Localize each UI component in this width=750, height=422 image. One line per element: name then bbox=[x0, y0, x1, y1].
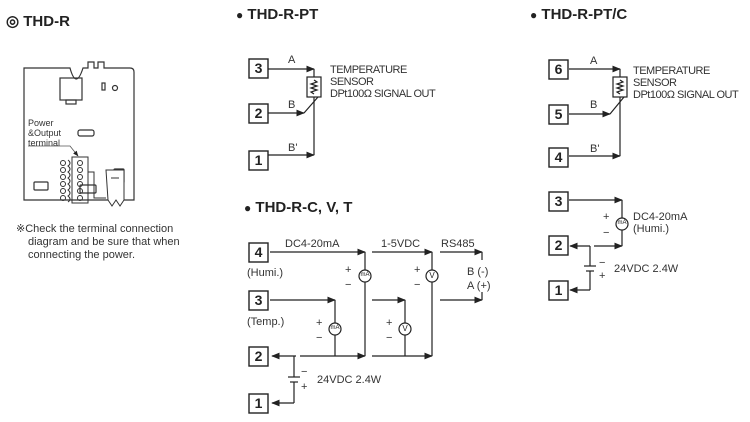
plus-sign: + bbox=[301, 381, 308, 393]
label-line: Power bbox=[28, 118, 54, 128]
terminal-2: 2 bbox=[554, 237, 563, 253]
terminal-note: ※Check the terminal connection diagram a… bbox=[16, 223, 216, 262]
plus-sign: + bbox=[599, 270, 606, 282]
rs485-a-label: A (+) bbox=[467, 280, 491, 292]
bullet-icon: ● bbox=[530, 8, 538, 22]
bullet-icon: ● bbox=[236, 8, 244, 22]
terminal-1: 1 bbox=[554, 282, 563, 298]
minus-sign: − bbox=[345, 279, 352, 291]
terminal-4: 4 bbox=[554, 149, 563, 165]
plus-sign: + bbox=[345, 264, 352, 276]
label-line: terminal bbox=[28, 138, 61, 148]
device-board-outline bbox=[23, 61, 135, 201]
thd-r-pt-c-terminals bbox=[548, 59, 569, 168]
plus-sign: + bbox=[414, 264, 421, 276]
sensor-line: DPt100Ω SIGNAL OUT bbox=[330, 88, 436, 100]
header-voltage: 1-5VDC bbox=[381, 238, 421, 250]
thd-r-pt-title: ● THD-R-PT bbox=[236, 6, 318, 23]
thd-r-pt-c-title-text: THD-R-PT/C bbox=[541, 6, 628, 23]
supply-label: 24VDC 2.4W bbox=[614, 263, 679, 275]
thd-r-pt-title-text: THD-R-PT bbox=[247, 6, 319, 23]
plus-sign: + bbox=[603, 211, 610, 223]
header-rs485: RS485 bbox=[441, 238, 475, 250]
plus-sign: + bbox=[316, 317, 323, 329]
thd-r-pt-diagram bbox=[268, 65, 322, 159]
terminal-2: 2 bbox=[254, 105, 263, 121]
rs485-b-label: B (-) bbox=[467, 266, 489, 278]
terminal-block bbox=[60, 156, 125, 207]
thd-r-cvt-title: ● THD-R-C, V, T bbox=[244, 199, 352, 216]
signal-line: (Humi.) bbox=[633, 223, 670, 235]
minus-sign: − bbox=[386, 332, 393, 344]
note-marker-icon: ※ bbox=[16, 223, 26, 235]
signal-label: DC4-20mA (Humi.) bbox=[633, 211, 687, 235]
plus-sign: + bbox=[386, 317, 393, 329]
sensor-description: TEMPERATURE SENSOR DPt100Ω SIGNAL OUT bbox=[633, 65, 739, 101]
terminal-3: 3 bbox=[254, 60, 263, 76]
thd-r-pt-terminals bbox=[248, 58, 269, 171]
voltmeter-icon: V bbox=[402, 324, 408, 333]
thd-r-pt-c-diagram bbox=[569, 65, 628, 160]
sensor-description: TEMPERATURE SENSOR DPt100Ω SIGNAL OUT bbox=[330, 64, 436, 100]
wire-label-b: B bbox=[590, 99, 598, 111]
header-current: DC4-20mA bbox=[285, 238, 340, 250]
terminal-3: 3 bbox=[254, 292, 263, 308]
minus-sign: − bbox=[599, 257, 606, 269]
terminal-4: 4 bbox=[254, 244, 263, 260]
sensor-line: SENSOR bbox=[633, 77, 677, 89]
note-line: Check the terminal connection bbox=[25, 223, 174, 235]
minus-sign: − bbox=[414, 279, 421, 291]
wire-label-b: B bbox=[288, 99, 296, 111]
voltmeter-icon: V bbox=[429, 271, 435, 280]
thd-r-title-text: THD-R bbox=[23, 13, 70, 30]
milliamp-meter-icon: mA bbox=[360, 272, 370, 278]
milliamp-meter-icon: mA bbox=[330, 325, 340, 331]
sensor-line: TEMPERATURE bbox=[633, 65, 710, 77]
sensor-line: DPt100Ω SIGNAL OUT bbox=[633, 89, 739, 101]
thd-r-pt-c-title: ● THD-R-PT/C bbox=[530, 6, 627, 23]
wire-label-b-prime: B' bbox=[288, 142, 298, 154]
double-circle-icon: ◎ bbox=[6, 13, 20, 30]
signal-line: DC4-20mA bbox=[633, 211, 688, 223]
humidity-note: (Humi.) bbox=[247, 267, 284, 279]
wire-label-b-prime: B' bbox=[590, 143, 600, 155]
thd-r-cvt-diagram bbox=[270, 248, 483, 407]
terminal-5: 5 bbox=[554, 106, 563, 122]
supply-label: 24VDC 2.4W bbox=[317, 374, 382, 386]
power-output-terminal-label: Power &Output terminal bbox=[28, 118, 61, 148]
milliamp-meter-icon: mA bbox=[617, 220, 627, 226]
note-line: connecting the power. bbox=[28, 249, 136, 261]
minus-sign: − bbox=[603, 227, 610, 239]
minus-sign: − bbox=[316, 332, 323, 344]
terminal-3: 3 bbox=[554, 193, 563, 209]
dial-switch bbox=[59, 77, 83, 101]
label-line: &Output bbox=[28, 128, 62, 138]
bullet-icon: ● bbox=[244, 201, 252, 215]
terminal-1: 1 bbox=[254, 152, 263, 168]
sensor-line: SENSOR bbox=[330, 76, 374, 88]
sensor-line: TEMPERATURE bbox=[330, 64, 407, 76]
thd-r-pt-c-power-terminals bbox=[548, 191, 569, 301]
thd-r-cvt-title-text: THD-R-C, V, T bbox=[255, 199, 353, 216]
wire-label-a: A bbox=[590, 55, 598, 67]
temperature-note: (Temp.) bbox=[247, 316, 285, 328]
note-line: diagram and be sure that when bbox=[28, 236, 180, 248]
wire-label-a: A bbox=[288, 54, 296, 66]
thd-r-cvt-terminals bbox=[248, 242, 269, 414]
terminal-6: 6 bbox=[554, 61, 563, 77]
thd-r-pt-c-power-diagram bbox=[569, 196, 629, 294]
terminal-2: 2 bbox=[254, 348, 263, 364]
minus-sign: − bbox=[301, 366, 308, 378]
terminal-1: 1 bbox=[254, 395, 263, 411]
label-leader-line bbox=[28, 145, 79, 157]
thd-r-title: ◎ THD-R bbox=[6, 12, 70, 30]
